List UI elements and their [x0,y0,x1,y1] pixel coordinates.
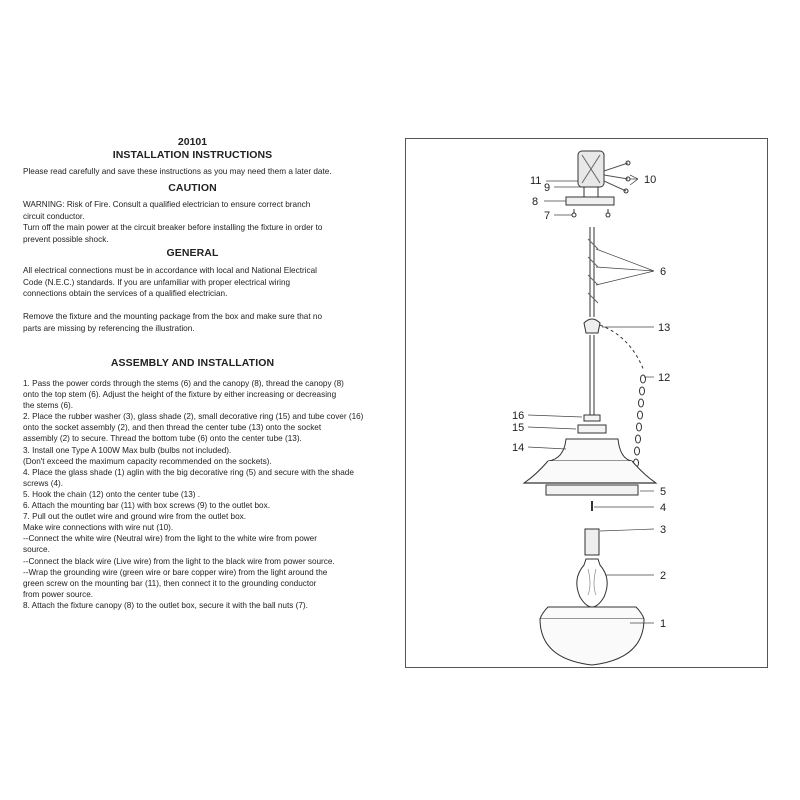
step-line: the stems (6). [23,401,74,411]
step-line: 2. Place the rubber washer (3), glass sh… [23,412,364,422]
assembly-heading: ASSEMBLY AND INSTALLATION [110,357,275,369]
step-line: --Connect the black wire (Live wire) fro… [23,556,335,566]
step-line: 4. Place the glass shade (1) aglin with … [23,467,354,477]
assembly-diagram: 11 9 10 8 7 6 13 12 16 15 14 5 4 3 2 1 [405,138,768,668]
decorative-ring-illustration [545,484,639,496]
step-line: 1. Pass the power cords through the stem… [23,379,344,388]
step-line: 5. Hook the chain (12) onto the center t… [23,489,201,499]
step-line: --Wrap the grounding wire (green wire or… [23,567,328,577]
step-line: (Don't exceed the maximum capacity recom… [23,456,272,466]
caution-text: WARNING: Risk of Fire. Consult a qualifi… [23,199,322,245]
socket-illustration [584,528,600,556]
general-line [23,300,322,312]
hood-illustration [522,438,658,484]
callout-14: 14 [512,442,524,454]
callout-10: 10 [644,174,656,186]
center-tube-illustration [583,318,601,417]
step-line: green screw on the mounting bar (11), th… [23,578,317,588]
step-line: 3. Install one Type A 100W Max bulb (bul… [23,445,232,455]
step-line: onto the top stem (6). Adjust the height… [23,390,337,400]
caution-line: Turn off the main power at the circuit b… [23,223,323,232]
general-text: All electrical connections must be in ac… [23,265,322,334]
callout-8: 8 [532,196,538,208]
step-line: --Connect the white wire (Neutral wire) … [23,534,317,544]
mounting-bar-illustration [577,150,605,197]
stems-illustration [587,227,599,317]
callout-7: 7 [544,210,550,222]
callout-3: 3 [660,524,666,536]
fixture-illustration: 11 9 10 8 7 6 13 12 16 15 14 5 4 3 2 1 [512,150,670,666]
page-title: INSTALLATION INSTRUCTIONS [112,149,273,161]
general-line: Remove the fixture and the mounting pack… [23,312,323,321]
caution-line: prevent possible shock. [23,234,109,244]
general-heading: GENERAL [166,247,219,259]
intro-text: Please read carefully and save these ins… [23,167,332,176]
caution-line: WARNING: Risk of Fire. Consult a qualifi… [23,200,311,209]
callout-1: 1 [660,618,666,630]
wire-nut-illustration [603,160,631,194]
callout-4: 4 [660,502,666,514]
step-line: 8. Attach the fixture canopy (8) to the … [23,600,308,610]
canopy-illustration [565,196,615,218]
caution-heading: CAUTION [168,182,217,194]
page-id: 20101 [177,136,208,148]
callout-12: 12 [658,372,670,384]
step-line: screws (4). [23,478,64,488]
small-ring-illustration [577,414,607,434]
glass-shade-illustration [539,606,645,666]
chain-illustration [599,324,646,480]
assembly-steps: 1. Pass the power cords through the stem… [23,378,363,611]
callout-13: 13 [658,322,670,334]
step-line: assembly (2) to secure. Thread the botto… [23,434,302,444]
step-line: Make wire connections with wire nut (10)… [23,523,174,533]
callout-16: 16 [512,410,524,422]
callout-5: 5 [660,486,666,498]
callout-15: 15 [512,422,524,434]
step-line: 6. Attach the mounting bar (11) with box… [23,501,270,511]
general-line: connections obtain the services of a qua… [23,289,228,298]
general-line: All electrical connections must be in ac… [23,266,317,275]
step-line: 7. Pull out the outlet wire and ground w… [23,512,247,522]
general-line: Code (N.E.C.) standards. If you are unfa… [23,277,291,287]
callout-9: 9 [544,182,550,194]
step-line: source. [23,545,50,555]
bulb-illustration [576,558,608,608]
step-line: from power source. [23,589,94,599]
callout-2: 2 [660,570,666,582]
callout-6: 6 [660,266,666,278]
caution-line: circuit conductor. [23,211,85,221]
step-line: onto the socket assembly (2), and then t… [23,423,322,433]
callout-11: 11 [530,175,541,187]
general-line: parts are missing by referencing the ill… [23,323,195,333]
